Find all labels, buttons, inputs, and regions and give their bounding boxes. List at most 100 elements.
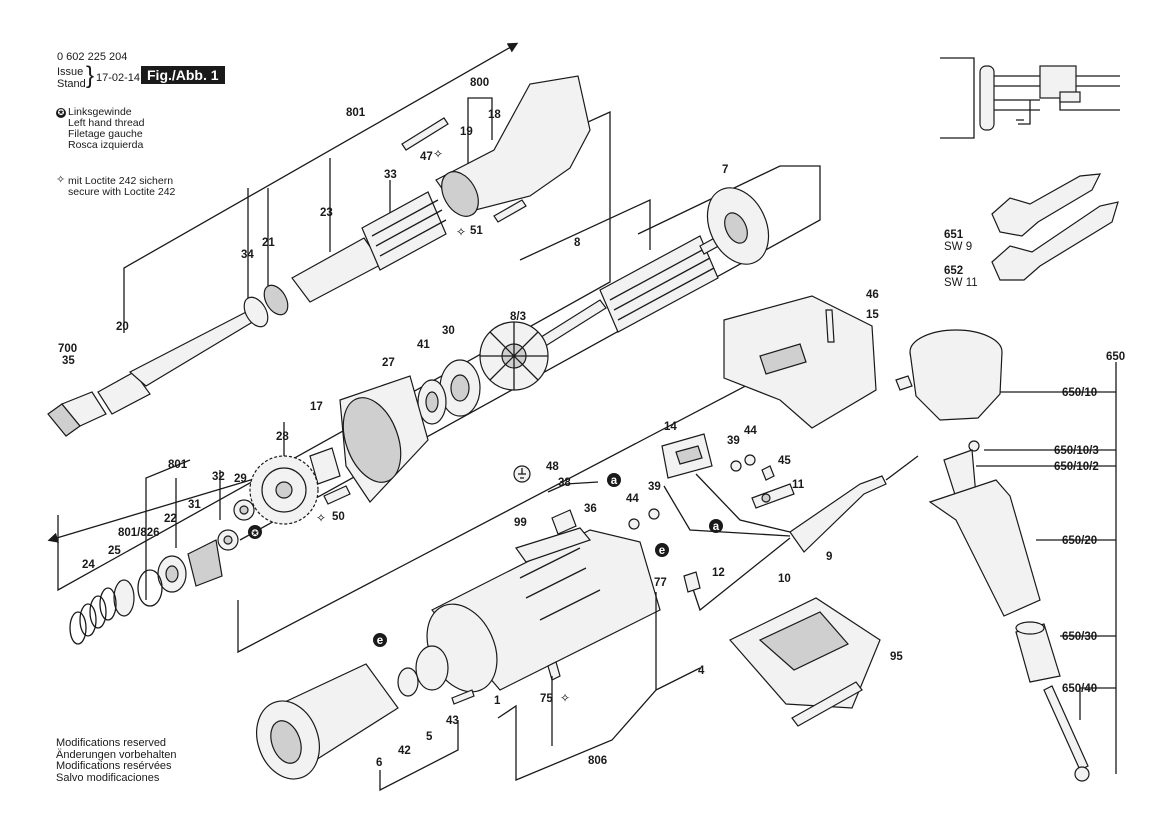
- switch-14: [661, 433, 713, 479]
- part-label-39a: 39: [727, 435, 740, 447]
- screw-43: [451, 689, 475, 705]
- part-label-650-40: 650/40: [1062, 683, 1097, 695]
- part-label-27: 27: [382, 357, 395, 369]
- part-label-8-3: 8/3: [510, 311, 526, 323]
- wiring-inset: [940, 57, 1120, 139]
- wrench-651: [991, 173, 1102, 237]
- gear-head-housing-18: [435, 75, 591, 217]
- handle-650-20: [928, 479, 1041, 617]
- legend-line: mit Loctite 242 sichern: [68, 175, 174, 187]
- bolt-650-40: [1043, 685, 1089, 771]
- part-label-801-826: 801/826: [118, 527, 160, 539]
- leader-8: [519, 198, 651, 261]
- part-number: 0 602 225 204: [57, 51, 128, 63]
- part-label-24: 24: [82, 559, 95, 571]
- screw-clamp: [895, 375, 913, 391]
- leader-801-826: [145, 459, 191, 600]
- screw-44b: [628, 518, 640, 530]
- field-coil-6: [256, 663, 399, 780]
- part-label-95: 95: [890, 651, 903, 663]
- part-label-806: 806: [588, 755, 607, 767]
- part-label-46: 46: [866, 289, 879, 301]
- washer-39b: [648, 508, 660, 520]
- part-label-11: 11: [792, 479, 805, 491]
- part-label-34: 34: [241, 249, 254, 261]
- wire-12: [689, 537, 791, 612]
- part-label-23: 23: [320, 207, 333, 219]
- washer-44a: [744, 454, 756, 466]
- nut-32: [217, 529, 239, 551]
- part-label-50: 50: [332, 511, 345, 523]
- ring-801-826: [137, 569, 163, 607]
- issue-label: Issue: [57, 66, 84, 78]
- wire-10b: [695, 473, 791, 533]
- marker-e-circle: [655, 543, 669, 557]
- part-label-43: 43: [446, 715, 459, 727]
- part-label-47: 47: [420, 151, 433, 163]
- part-label-5: 5: [426, 731, 433, 743]
- footer-line: Salvo modificaciones: [56, 771, 160, 784]
- footer-line: Änderungen vorbehalten: [56, 748, 177, 761]
- part-label-800: 800: [470, 77, 489, 89]
- ring-5: [415, 645, 449, 691]
- leader-5-6: [379, 720, 459, 792]
- part-label-38: 38: [558, 477, 571, 489]
- part-label-41: 41: [417, 339, 430, 351]
- part-label-17: 17: [310, 401, 323, 413]
- part-label-650-10-3: 650/10/3: [1054, 445, 1099, 457]
- loctite-legend: ✧ mit Loctite 242 sichern secure with Lo…: [56, 175, 175, 198]
- bush-17: [309, 447, 341, 485]
- upper-group-frame: [57, 110, 611, 592]
- label-99: [515, 527, 592, 563]
- left-hand-thread-icon: ✪: [56, 108, 66, 118]
- part-label-650: 650: [1106, 351, 1125, 363]
- part-label-28: 28: [276, 431, 289, 443]
- sleeve-650-30: [1015, 621, 1061, 683]
- part-label-10: 10: [778, 573, 791, 585]
- part-label-39b: 39: [648, 481, 661, 493]
- terminal-77: [683, 571, 701, 593]
- part-label-650-20: 650/20: [1062, 535, 1097, 547]
- stand-label: Stand: [57, 78, 86, 90]
- part-label-12: 12: [712, 567, 725, 579]
- screw-51: [493, 199, 527, 223]
- washer-7-hole: [724, 212, 748, 244]
- washer-25: [113, 579, 135, 617]
- part-label-44a: 44: [744, 425, 757, 437]
- part-label-29: 29: [234, 473, 247, 485]
- screw-46: [825, 309, 835, 343]
- part-label-36: 36: [584, 503, 597, 515]
- spindle-tube-23: [291, 237, 383, 303]
- part-label-99: 99: [514, 517, 527, 529]
- wrench-size-652: SW 11: [944, 277, 978, 289]
- strip-95: [791, 681, 863, 727]
- part-label-35: 35: [62, 355, 75, 367]
- clamp-band-650-10: [909, 329, 1003, 421]
- screw-47: [401, 117, 449, 151]
- part-label-8: 8: [574, 237, 581, 249]
- wire-10: [663, 485, 791, 537]
- brace-glyph: }: [86, 62, 95, 89]
- motor-group-frame: [237, 325, 861, 654]
- marker-a-circle: [709, 519, 723, 533]
- marker-a-circle: [607, 473, 621, 487]
- part-label-32: 32: [212, 471, 225, 483]
- rotor-8: [529, 223, 745, 353]
- left-hand-thread-legend: ✪ Linksgewinde Left hand thread Filetage…: [56, 107, 144, 151]
- ground-wire-38: [547, 481, 599, 493]
- part-label-51: 51: [470, 225, 483, 237]
- footer-notes: Modifications reserved Änderungen vorbeh…: [56, 737, 177, 784]
- bearing-22: [157, 555, 187, 593]
- part-label-9: 9: [826, 551, 832, 563]
- switch-cover-15-slot: [759, 343, 807, 375]
- leader-806: [497, 592, 657, 781]
- part-label-33: 33: [384, 169, 397, 181]
- screw-650-10-3: [968, 440, 980, 452]
- spring-24: [69, 587, 117, 645]
- footer-line: Modifications reserved: [56, 737, 167, 749]
- bearing-30: [439, 359, 481, 417]
- part-label-6: 6: [376, 757, 382, 769]
- loctite-icon: ✧: [560, 691, 570, 705]
